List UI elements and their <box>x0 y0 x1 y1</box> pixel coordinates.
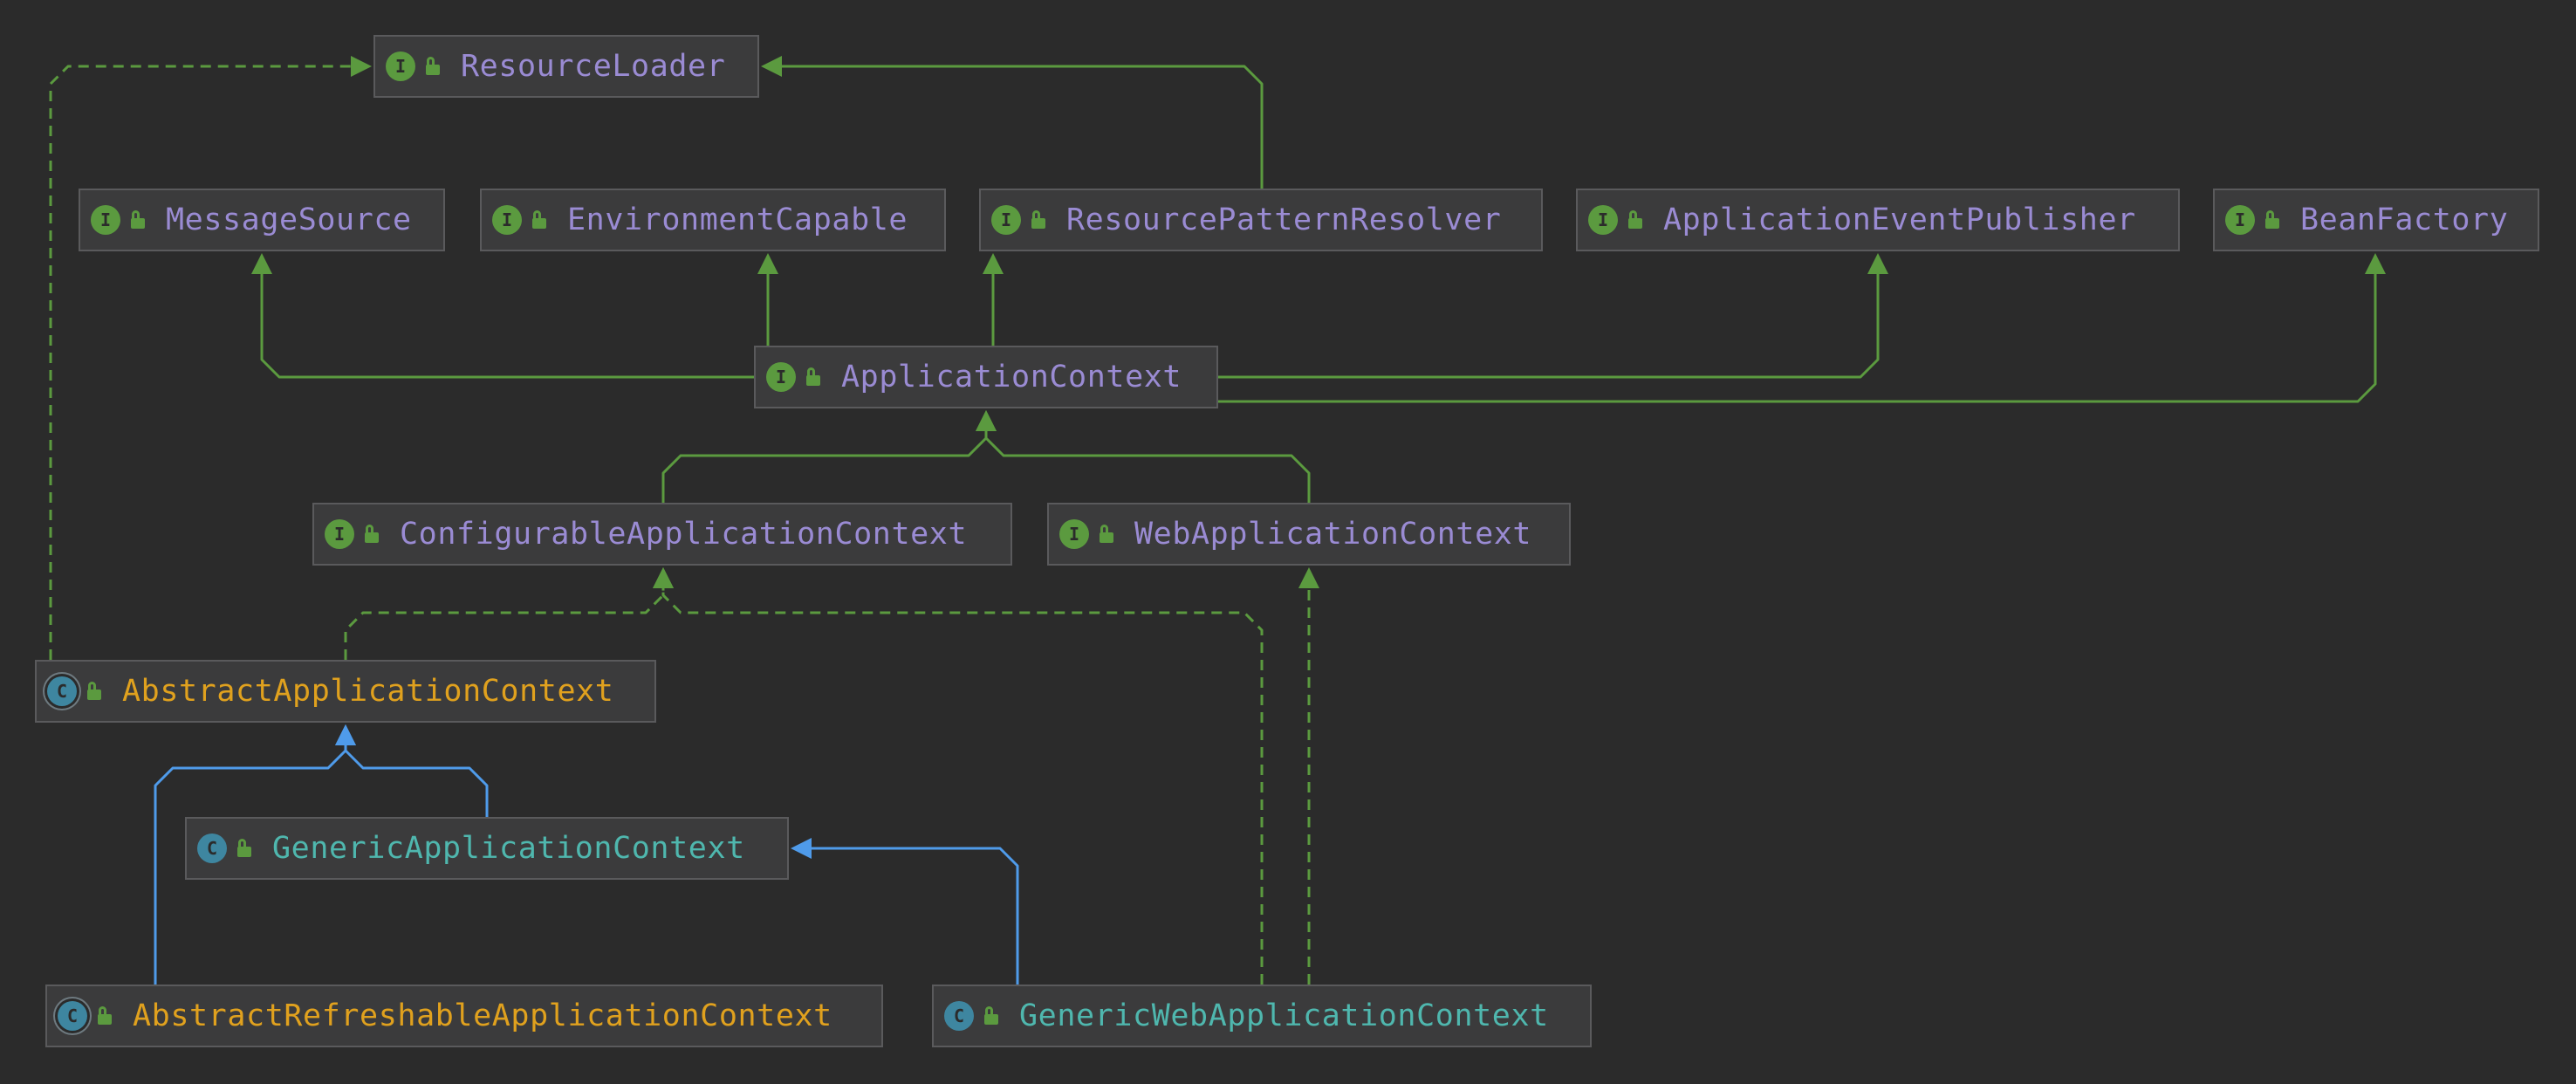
node-abstract-application-context[interactable]: C AbstractApplicationContext <box>35 660 656 723</box>
edge-abstract-application-context-to-configurable-application-context <box>344 586 665 660</box>
node-message-source[interactable]: I MessageSource <box>79 189 445 251</box>
interface-icon: I <box>1059 519 1089 549</box>
arrowhead <box>2365 253 2386 274</box>
node-label: MessageSource <box>166 202 412 237</box>
node-label: BeanFactory <box>2300 202 2509 237</box>
edge-abstract-refreshable-application-context-to-abstract-application-context <box>154 743 347 985</box>
node-configurable-application-context[interactable]: I ConfigurableApplicationContext <box>312 503 1012 566</box>
node-label: WebApplicationContext <box>1134 517 1532 552</box>
public-lock-icon <box>532 210 546 230</box>
arrowhead <box>1298 567 1319 588</box>
node-label: GenericApplicationContext <box>272 831 745 866</box>
edge-application-context-to-message-source <box>260 271 754 379</box>
node-generic-application-context[interactable]: C GenericApplicationContext <box>185 817 789 880</box>
edge-generic-web-application-context-to-configurable-application-context <box>661 586 1264 985</box>
arrowhead <box>791 838 812 859</box>
node-resource-loader[interactable]: I ResourceLoader <box>373 35 759 98</box>
interface-icon: I <box>91 205 120 235</box>
node-environment-capable[interactable]: I EnvironmentCapable <box>480 189 946 251</box>
node-label: ResourceLoader <box>461 49 726 84</box>
node-label: ResourcePatternResolver <box>1066 202 1502 237</box>
arrowhead <box>335 724 356 745</box>
public-lock-icon <box>87 682 101 701</box>
edge-application-context-to-bean-factory <box>1218 271 2377 403</box>
edge-abstract-application-context-to-resource-loader <box>49 65 353 660</box>
node-label: ApplicationContext <box>841 360 1182 394</box>
node-label: AbstractRefreshableApplicationContext <box>133 998 832 1033</box>
public-lock-icon <box>1628 210 1642 230</box>
node-label: ApplicationEventPublisher <box>1663 202 2136 237</box>
arrowhead <box>351 56 372 77</box>
abstract-class-icon: C <box>47 676 77 706</box>
interface-icon: I <box>766 362 796 392</box>
public-lock-icon <box>1031 210 1045 230</box>
public-lock-icon <box>2265 210 2279 230</box>
class-icon: C <box>944 1001 974 1031</box>
node-label: AbstractApplicationContext <box>122 674 614 709</box>
arrowhead <box>976 410 997 431</box>
arrowhead <box>251 253 272 274</box>
public-lock-icon <box>237 839 251 858</box>
node-generic-web-application-context[interactable]: C GenericWebApplicationContext <box>932 985 1592 1047</box>
arrowhead <box>1867 253 1888 274</box>
interface-icon: I <box>386 51 415 81</box>
node-web-application-context[interactable]: I WebApplicationContext <box>1047 503 1571 566</box>
public-lock-icon <box>131 210 145 230</box>
node-label: ConfigurableApplicationContext <box>400 517 968 552</box>
interface-icon: I <box>2225 205 2255 235</box>
abstract-class-icon: C <box>58 1001 87 1031</box>
node-abstract-refreshable-application-context[interactable]: C AbstractRefreshableApplicationContext <box>45 985 883 1047</box>
node-label: EnvironmentCapable <box>567 202 908 237</box>
interface-icon: I <box>1588 205 1618 235</box>
arrowhead <box>983 253 1004 274</box>
node-application-context[interactable]: I ApplicationContext <box>754 346 1218 408</box>
public-lock-icon <box>365 525 379 544</box>
public-lock-icon <box>984 1006 998 1026</box>
edge-generic-application-context-to-abstract-application-context <box>344 743 489 817</box>
node-label: GenericWebApplicationContext <box>1019 998 1549 1033</box>
public-lock-icon <box>806 367 820 387</box>
interface-icon: I <box>325 519 354 549</box>
node-application-event-publisher[interactable]: I ApplicationEventPublisher <box>1576 189 2180 251</box>
edge-configurable-application-context-to-application-context <box>661 429 988 503</box>
interface-icon: I <box>991 205 1021 235</box>
arrowhead <box>653 567 674 588</box>
edge-generic-web-application-context-to-generic-application-context <box>809 847 1019 985</box>
node-resource-pattern-resolver[interactable]: I ResourcePatternResolver <box>979 189 1543 251</box>
public-lock-icon <box>98 1006 112 1026</box>
interface-icon: I <box>492 205 522 235</box>
edge-resource-pattern-resolver-to-resource-loader <box>779 65 1264 189</box>
arrowhead <box>761 56 782 77</box>
node-bean-factory[interactable]: I BeanFactory <box>2213 189 2539 251</box>
public-lock-icon <box>1100 525 1113 544</box>
edge-application-context-to-application-event-publisher <box>1218 271 1880 379</box>
edge-web-application-context-to-application-context <box>984 429 1311 503</box>
public-lock-icon <box>426 57 440 76</box>
arrowhead <box>757 253 778 274</box>
class-icon: C <box>197 834 227 863</box>
